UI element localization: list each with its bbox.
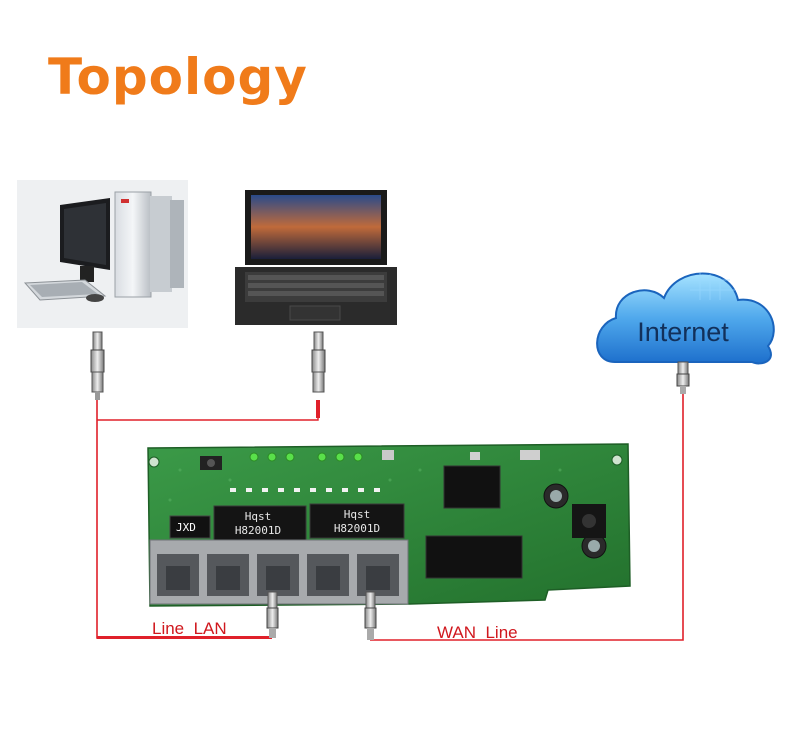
small-chip-label: JXD xyxy=(176,521,196,534)
page-title: Topology xyxy=(48,48,308,106)
rj45-plug-icon xyxy=(364,591,377,640)
rj45-plug-icon xyxy=(676,361,690,394)
switch-board-icon: JXD Hqst H82001D Hqst H82001D xyxy=(147,443,631,607)
laptop-cable-segment xyxy=(316,400,320,418)
lan-cable-segment xyxy=(97,636,272,639)
lan-line-laptop xyxy=(97,400,319,421)
wan-line xyxy=(370,392,684,641)
rj45-plug-icon xyxy=(90,331,105,400)
rj45-plug-icon xyxy=(266,591,279,638)
desktop-computer-icon xyxy=(17,180,188,328)
cloud-label: Internet xyxy=(637,317,729,347)
cloud-icon: Internet xyxy=(596,272,775,365)
chip-brand-2: Hqst xyxy=(344,508,371,521)
lan-line-label: Line LAN xyxy=(152,619,227,638)
chip-brand-1: Hqst xyxy=(245,510,272,523)
laptop-icon xyxy=(235,190,397,325)
chip-label-2: H82001D xyxy=(334,522,380,535)
rj45-plug-icon xyxy=(311,331,326,393)
wan-line-label: WAN Line xyxy=(437,623,518,642)
rj45-ports xyxy=(149,539,409,605)
chip-label-1: H82001D xyxy=(235,524,281,537)
